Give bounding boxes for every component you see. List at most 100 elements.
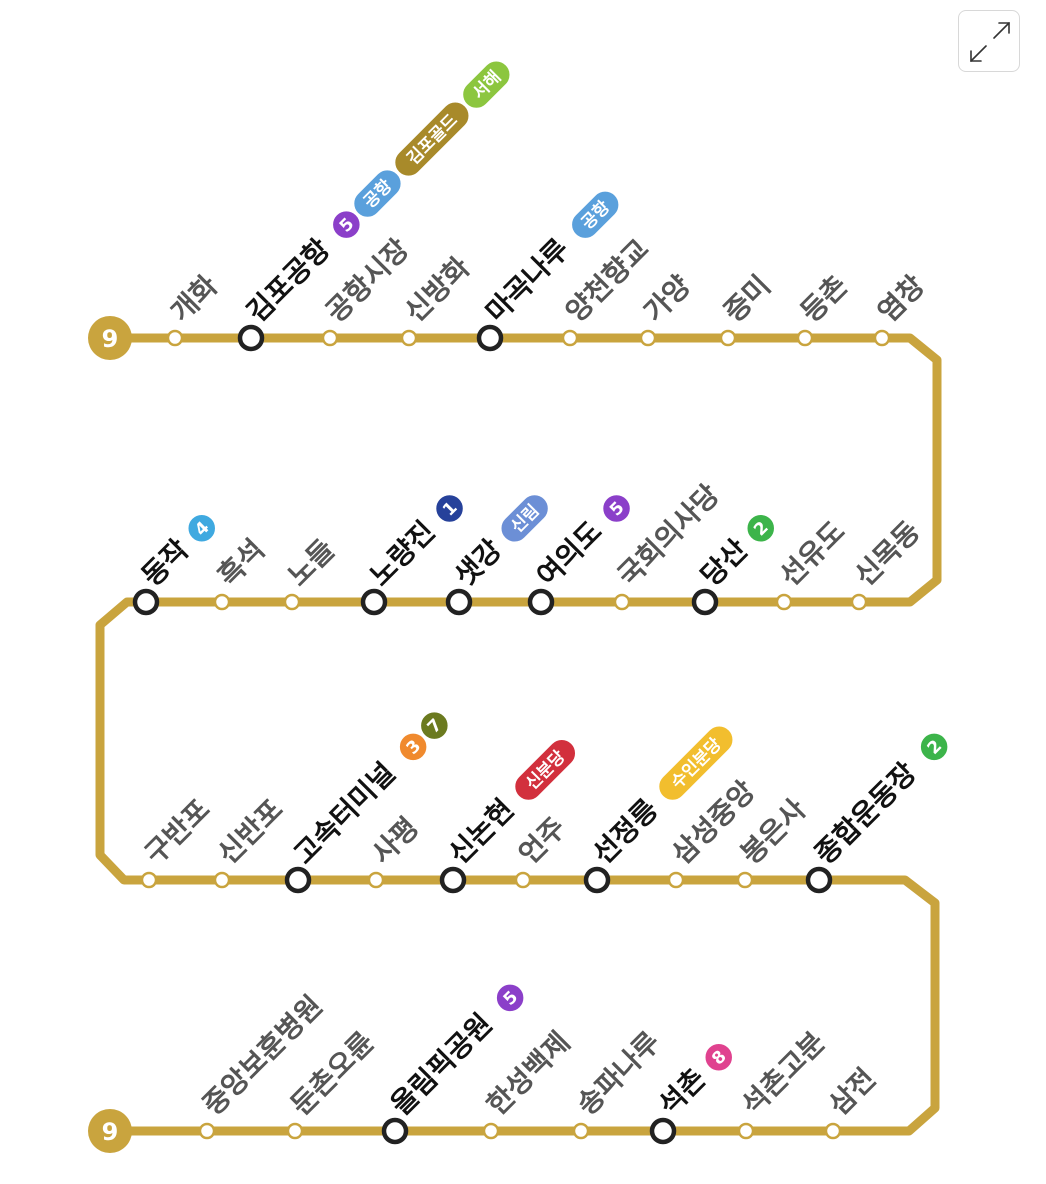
station-name: 선유도 <box>773 515 851 593</box>
station-name: 염창 <box>871 269 931 329</box>
badge-shape <box>186 513 217 544</box>
station-label-group: 선유도 <box>773 515 851 593</box>
station[interactable]: 구반포 <box>138 793 216 889</box>
station-name: 신논현 <box>442 793 520 871</box>
transfer-station-marker <box>476 324 504 352</box>
badge-shape <box>657 725 734 802</box>
station-marker <box>482 1122 500 1140</box>
station-marker <box>737 1122 755 1140</box>
transfer-line-badge: 8 <box>703 1042 734 1073</box>
station-name: 석촌 <box>652 1062 712 1122</box>
station-label-group: 흑석 <box>211 533 271 593</box>
transfer-station-marker <box>445 588 473 616</box>
transfer-station-marker <box>527 588 555 616</box>
station-name: 여의도 <box>530 515 608 593</box>
badge-shape <box>393 101 470 178</box>
expand-button[interactable] <box>958 10 1020 72</box>
station-marker <box>613 593 631 611</box>
station-marker <box>321 329 339 347</box>
station[interactable]: 석촌고분 <box>735 1025 831 1140</box>
transfer-station-marker <box>237 324 265 352</box>
station-marker <box>140 871 158 889</box>
station-marker <box>639 329 657 347</box>
station-name: 올림픽공원 <box>384 1007 498 1121</box>
station-label-group: 석촌고분 <box>735 1025 831 1121</box>
station[interactable]: 양천향교 <box>559 232 655 347</box>
route-track <box>95 333 942 1136</box>
station-marker <box>824 1122 842 1140</box>
station-marker <box>796 329 814 347</box>
station-name: 한성백제 <box>480 1025 576 1121</box>
station[interactable]: 신방화 <box>398 250 476 347</box>
station-name: 흑석 <box>211 533 271 593</box>
line-terminals: 99 <box>88 316 132 1153</box>
station-marker <box>213 871 231 889</box>
station[interactable]: 당산2 <box>691 506 781 616</box>
badge-shape <box>434 493 465 524</box>
badge-shape <box>513 738 577 802</box>
station-label-group: 가양 <box>637 269 697 329</box>
badge-shape <box>495 983 525 1013</box>
station-marker <box>850 593 868 611</box>
line-9-icon <box>88 1109 132 1153</box>
transfer-station-marker <box>284 866 312 894</box>
station-marker <box>400 329 418 347</box>
transfer-line-badge: 신림 <box>499 493 550 544</box>
transfer-station-marker <box>360 588 388 616</box>
station-name: 노량진 <box>363 515 441 593</box>
line-terminal-end[interactable]: 9 <box>88 1109 132 1153</box>
station-name: 선정릉 <box>586 793 664 871</box>
station-name: 개화 <box>164 269 224 329</box>
station-label-group: 삼전 <box>822 1062 882 1122</box>
transfer-line-badge: 공항 <box>570 190 620 240</box>
station-name: 등촌 <box>794 269 854 329</box>
transfer-station-marker <box>381 1117 409 1145</box>
transfer-line-badge: 3 <box>398 732 428 762</box>
badge-shape <box>601 493 632 524</box>
station[interactable]: 선유도 <box>773 515 851 611</box>
station[interactable]: 한성백제 <box>480 1025 576 1140</box>
station[interactable]: 신반포 <box>211 793 289 889</box>
transfer-station-marker <box>691 588 719 616</box>
station-name: 신목동 <box>848 515 926 593</box>
station-marker <box>213 593 231 611</box>
transfer-station-marker <box>132 588 160 616</box>
transfer-station-marker <box>649 1117 677 1145</box>
station[interactable]: 석촌8 <box>649 1035 739 1145</box>
transfer-line-badge: 2 <box>919 732 949 762</box>
station-label-group: 동작4 <box>135 513 217 593</box>
station-label-group: 언주 <box>512 811 572 871</box>
station-name: 석촌고분 <box>735 1025 831 1121</box>
transfer-line-badge: 신분당 <box>513 738 577 802</box>
station-label-group: 등촌 <box>794 269 854 329</box>
station-label-group: 신방화 <box>398 250 476 328</box>
transfer-station-marker <box>583 866 611 894</box>
station-name: 신반포 <box>211 793 289 871</box>
station[interactable]: 송파나루 <box>570 1025 666 1140</box>
station-marker <box>514 871 532 889</box>
station-name: 동작 <box>135 533 195 593</box>
badge-shape <box>745 513 776 544</box>
transfer-station-marker <box>439 866 467 894</box>
station-marker <box>775 593 793 611</box>
station-marker <box>561 329 579 347</box>
station-marker <box>198 1122 216 1140</box>
station-name: 송파나루 <box>570 1025 666 1121</box>
line-terminal-start[interactable]: 9 <box>88 316 132 360</box>
expand-arrows-icon <box>970 22 1010 62</box>
station-name: 삼전 <box>822 1062 882 1122</box>
station-marker <box>667 871 685 889</box>
station[interactable]: 공항시장 <box>319 232 416 347</box>
station-name: 구반포 <box>138 793 216 871</box>
station-label-group: 송파나루 <box>570 1025 666 1121</box>
transfer-station-marker <box>805 866 833 894</box>
station[interactable]: 동작4 <box>132 506 222 616</box>
